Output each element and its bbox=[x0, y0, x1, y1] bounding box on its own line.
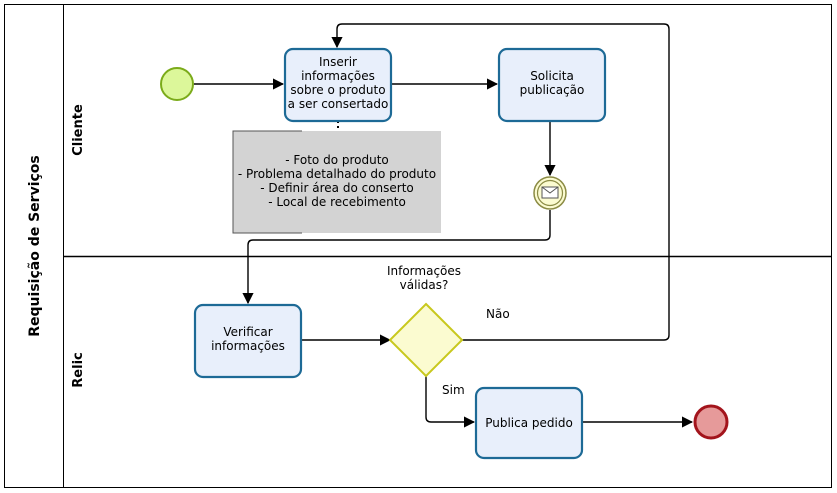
pool-frame bbox=[4, 4, 832, 488]
annotation-box bbox=[233, 131, 441, 233]
annotation-line: - Problema detalhado do produto bbox=[238, 167, 436, 181]
message-event-inner bbox=[536, 179, 564, 207]
task-label-line: informações bbox=[301, 69, 375, 83]
annotation-line: - Local de recebimento bbox=[268, 195, 406, 209]
gateway-question-line: válidas? bbox=[400, 278, 449, 292]
message-event[interactable] bbox=[533, 176, 567, 210]
task-verificar-informacoes[interactable]: Verificar informações bbox=[193, 303, 303, 379]
task-label-line: Verificar bbox=[223, 325, 272, 339]
task-publica-pedido[interactable]: Publica pedido bbox=[474, 386, 584, 460]
task-label-line: informações bbox=[211, 339, 285, 353]
task-label-line: Inserir bbox=[319, 55, 357, 69]
annotation-line: - Definir área do conserto bbox=[260, 181, 414, 195]
annotation-text: - Foto do produto - Problema detalhado d… bbox=[238, 153, 436, 209]
task-label-line: sobre o produto bbox=[290, 83, 385, 97]
task-label-line: publicação bbox=[520, 83, 585, 97]
task-solicita-publicacao[interactable]: Solicita publicação bbox=[497, 47, 607, 123]
gateway-no-label: Não bbox=[486, 307, 510, 321]
start-event[interactable] bbox=[160, 67, 194, 101]
end-event[interactable] bbox=[693, 404, 729, 440]
gateway-informacoes-validas[interactable] bbox=[388, 302, 464, 378]
task-label-line: a ser consertado bbox=[288, 97, 389, 111]
envelope-icon bbox=[541, 186, 559, 199]
flow-gateway-no bbox=[331, 23, 670, 341]
gateway-yes-label: Sim bbox=[442, 383, 465, 397]
flow-gateway-yes bbox=[425, 376, 476, 428]
gateway-question-line: Informações bbox=[387, 264, 461, 278]
annotation-bracket bbox=[232, 130, 302, 234]
pool-title: Requisição de Serviços bbox=[27, 155, 43, 336]
lane-title-relic: Relic bbox=[71, 352, 86, 387]
task-label-line: Solicita bbox=[530, 69, 574, 83]
flow-message-to-verificar bbox=[242, 210, 551, 305]
task-label-line: Publica pedido bbox=[485, 416, 573, 430]
annotation-line: - Foto do produto bbox=[285, 153, 389, 167]
task-inserir-informacoes[interactable]: Inserir informações sobre o produto a se… bbox=[283, 47, 393, 123]
lane-title-cliente: Cliente bbox=[71, 104, 86, 156]
